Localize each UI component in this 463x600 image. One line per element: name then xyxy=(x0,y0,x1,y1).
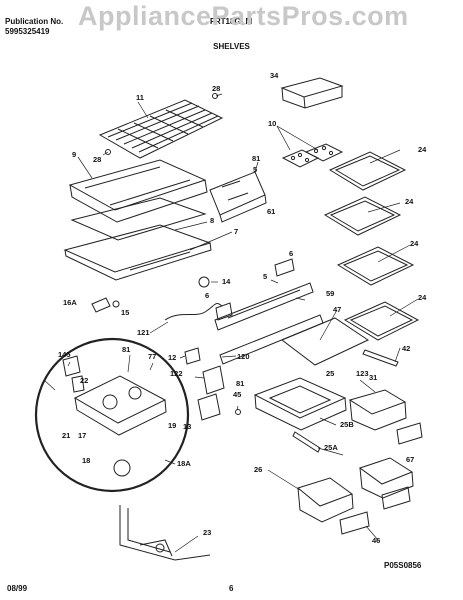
part-label-24: 24 xyxy=(418,145,427,154)
lower-assembly-23 xyxy=(119,505,211,561)
part-label-16A: 16A xyxy=(63,298,77,307)
part-label-25A: 25A xyxy=(324,443,338,452)
crisper-cover-34 xyxy=(280,77,344,109)
part-label-24: 24 xyxy=(418,293,427,302)
part-label-28: 28 xyxy=(212,84,221,93)
bar-25A xyxy=(292,431,321,453)
part-label-122: 122 xyxy=(170,369,183,378)
part-label-11: 11 xyxy=(136,93,144,102)
part-label-25: 25 xyxy=(326,369,335,378)
glass-panel-8 xyxy=(70,197,207,241)
part-label-7: 7 xyxy=(234,227,239,236)
part-label-45: 45 xyxy=(233,390,242,399)
part-label-24: 24 xyxy=(410,239,419,248)
part-label-15: 15 xyxy=(121,308,130,317)
part-label-9: 9 xyxy=(72,150,77,159)
door-shelf-24c xyxy=(336,246,415,286)
part-label-19: 19 xyxy=(168,421,177,430)
door-shelf-24d xyxy=(343,301,420,341)
detail-circle xyxy=(34,337,190,493)
screw-15 xyxy=(112,300,120,308)
drawer-front-46a xyxy=(339,511,370,535)
screw-45 xyxy=(235,409,241,415)
rail-42 xyxy=(362,349,399,367)
part-label-81: 81 xyxy=(252,154,261,163)
drawer-front-46b xyxy=(381,486,411,510)
door-shelf-24a xyxy=(328,151,407,191)
crisper-drawer-26a xyxy=(296,477,354,523)
part-label-46: 46 xyxy=(372,536,381,545)
shelf-frame-7 xyxy=(63,224,212,281)
wire-shelf-11 xyxy=(98,93,224,159)
trim-67 xyxy=(396,422,423,445)
bracket-12 xyxy=(184,347,201,365)
part-label-14: 14 xyxy=(222,277,231,286)
egg-trays-10 xyxy=(281,143,344,168)
part-label-81: 81 xyxy=(236,379,245,388)
housing-122 xyxy=(202,365,225,395)
part-label-145: 145 xyxy=(58,350,71,359)
footer-page: 6 xyxy=(229,584,234,593)
leader-lines xyxy=(43,93,419,553)
wire-121 xyxy=(164,303,223,321)
part-label-10: 10 xyxy=(268,119,277,128)
part-label-61: 61 xyxy=(267,207,276,216)
publication-number: 5995325419 xyxy=(5,27,50,36)
clip-6a xyxy=(274,258,295,277)
door-shelf-24b xyxy=(323,196,402,236)
part-label-8: 8 xyxy=(210,216,215,225)
part-label-123: 123 xyxy=(356,369,369,378)
section-title: SHELVES xyxy=(213,42,250,51)
part-label-6: 6 xyxy=(289,249,294,258)
part-label-23: 23 xyxy=(203,528,212,537)
part-label-31: 31 xyxy=(369,373,378,382)
part-label-59: 59 xyxy=(326,289,335,298)
part-label-34: 34 xyxy=(270,71,279,80)
part-label-18A: 18A xyxy=(177,459,191,468)
part-label-24: 24 xyxy=(405,197,414,206)
part-label-13: 13 xyxy=(183,422,192,431)
part-label-17: 17 xyxy=(78,431,87,440)
part-label-6: 6 xyxy=(205,291,210,300)
part-label-42: 42 xyxy=(402,344,411,353)
part-label-77: 77 xyxy=(148,352,157,361)
part-label-25B: 25B xyxy=(340,420,354,429)
crisper-frame-25 xyxy=(253,377,347,431)
part-label-67: 67 xyxy=(406,455,415,464)
footer-date: 08/99 xyxy=(7,584,28,593)
housing-13 xyxy=(197,393,221,421)
clip-6b xyxy=(215,302,233,321)
pan-31 xyxy=(348,389,407,431)
bracket-61 xyxy=(209,171,267,223)
glass-panel-47 xyxy=(281,317,370,366)
watermark: AppliancePartsPros.com xyxy=(78,1,409,31)
part-label-21: 21 xyxy=(62,431,71,440)
rail-120 xyxy=(219,314,324,365)
rail-59 xyxy=(214,282,314,331)
part-label-18: 18 xyxy=(82,456,91,465)
part-label-5: 5 xyxy=(263,272,268,281)
part-label-47: 47 xyxy=(333,305,342,314)
part-label-120: 120 xyxy=(237,352,250,361)
clip-16A xyxy=(91,297,111,313)
part-label-12: 12 xyxy=(168,353,177,362)
part-label-81: 81 xyxy=(122,345,131,354)
part-label-26: 26 xyxy=(254,465,263,474)
part-label-22: 22 xyxy=(80,376,89,385)
part-label-28: 28 xyxy=(93,155,102,164)
model-code: FRT18GLM xyxy=(210,17,253,26)
figure-code: P05S0856 xyxy=(384,561,422,570)
publication-label: Publication No. xyxy=(5,17,64,26)
part-label-121: 121 xyxy=(137,328,150,337)
part-label-5: 5 xyxy=(253,165,258,174)
shelf-frame-9 xyxy=(68,159,208,223)
knob-14 xyxy=(198,276,210,288)
crisper-drawer-26b xyxy=(358,457,414,499)
